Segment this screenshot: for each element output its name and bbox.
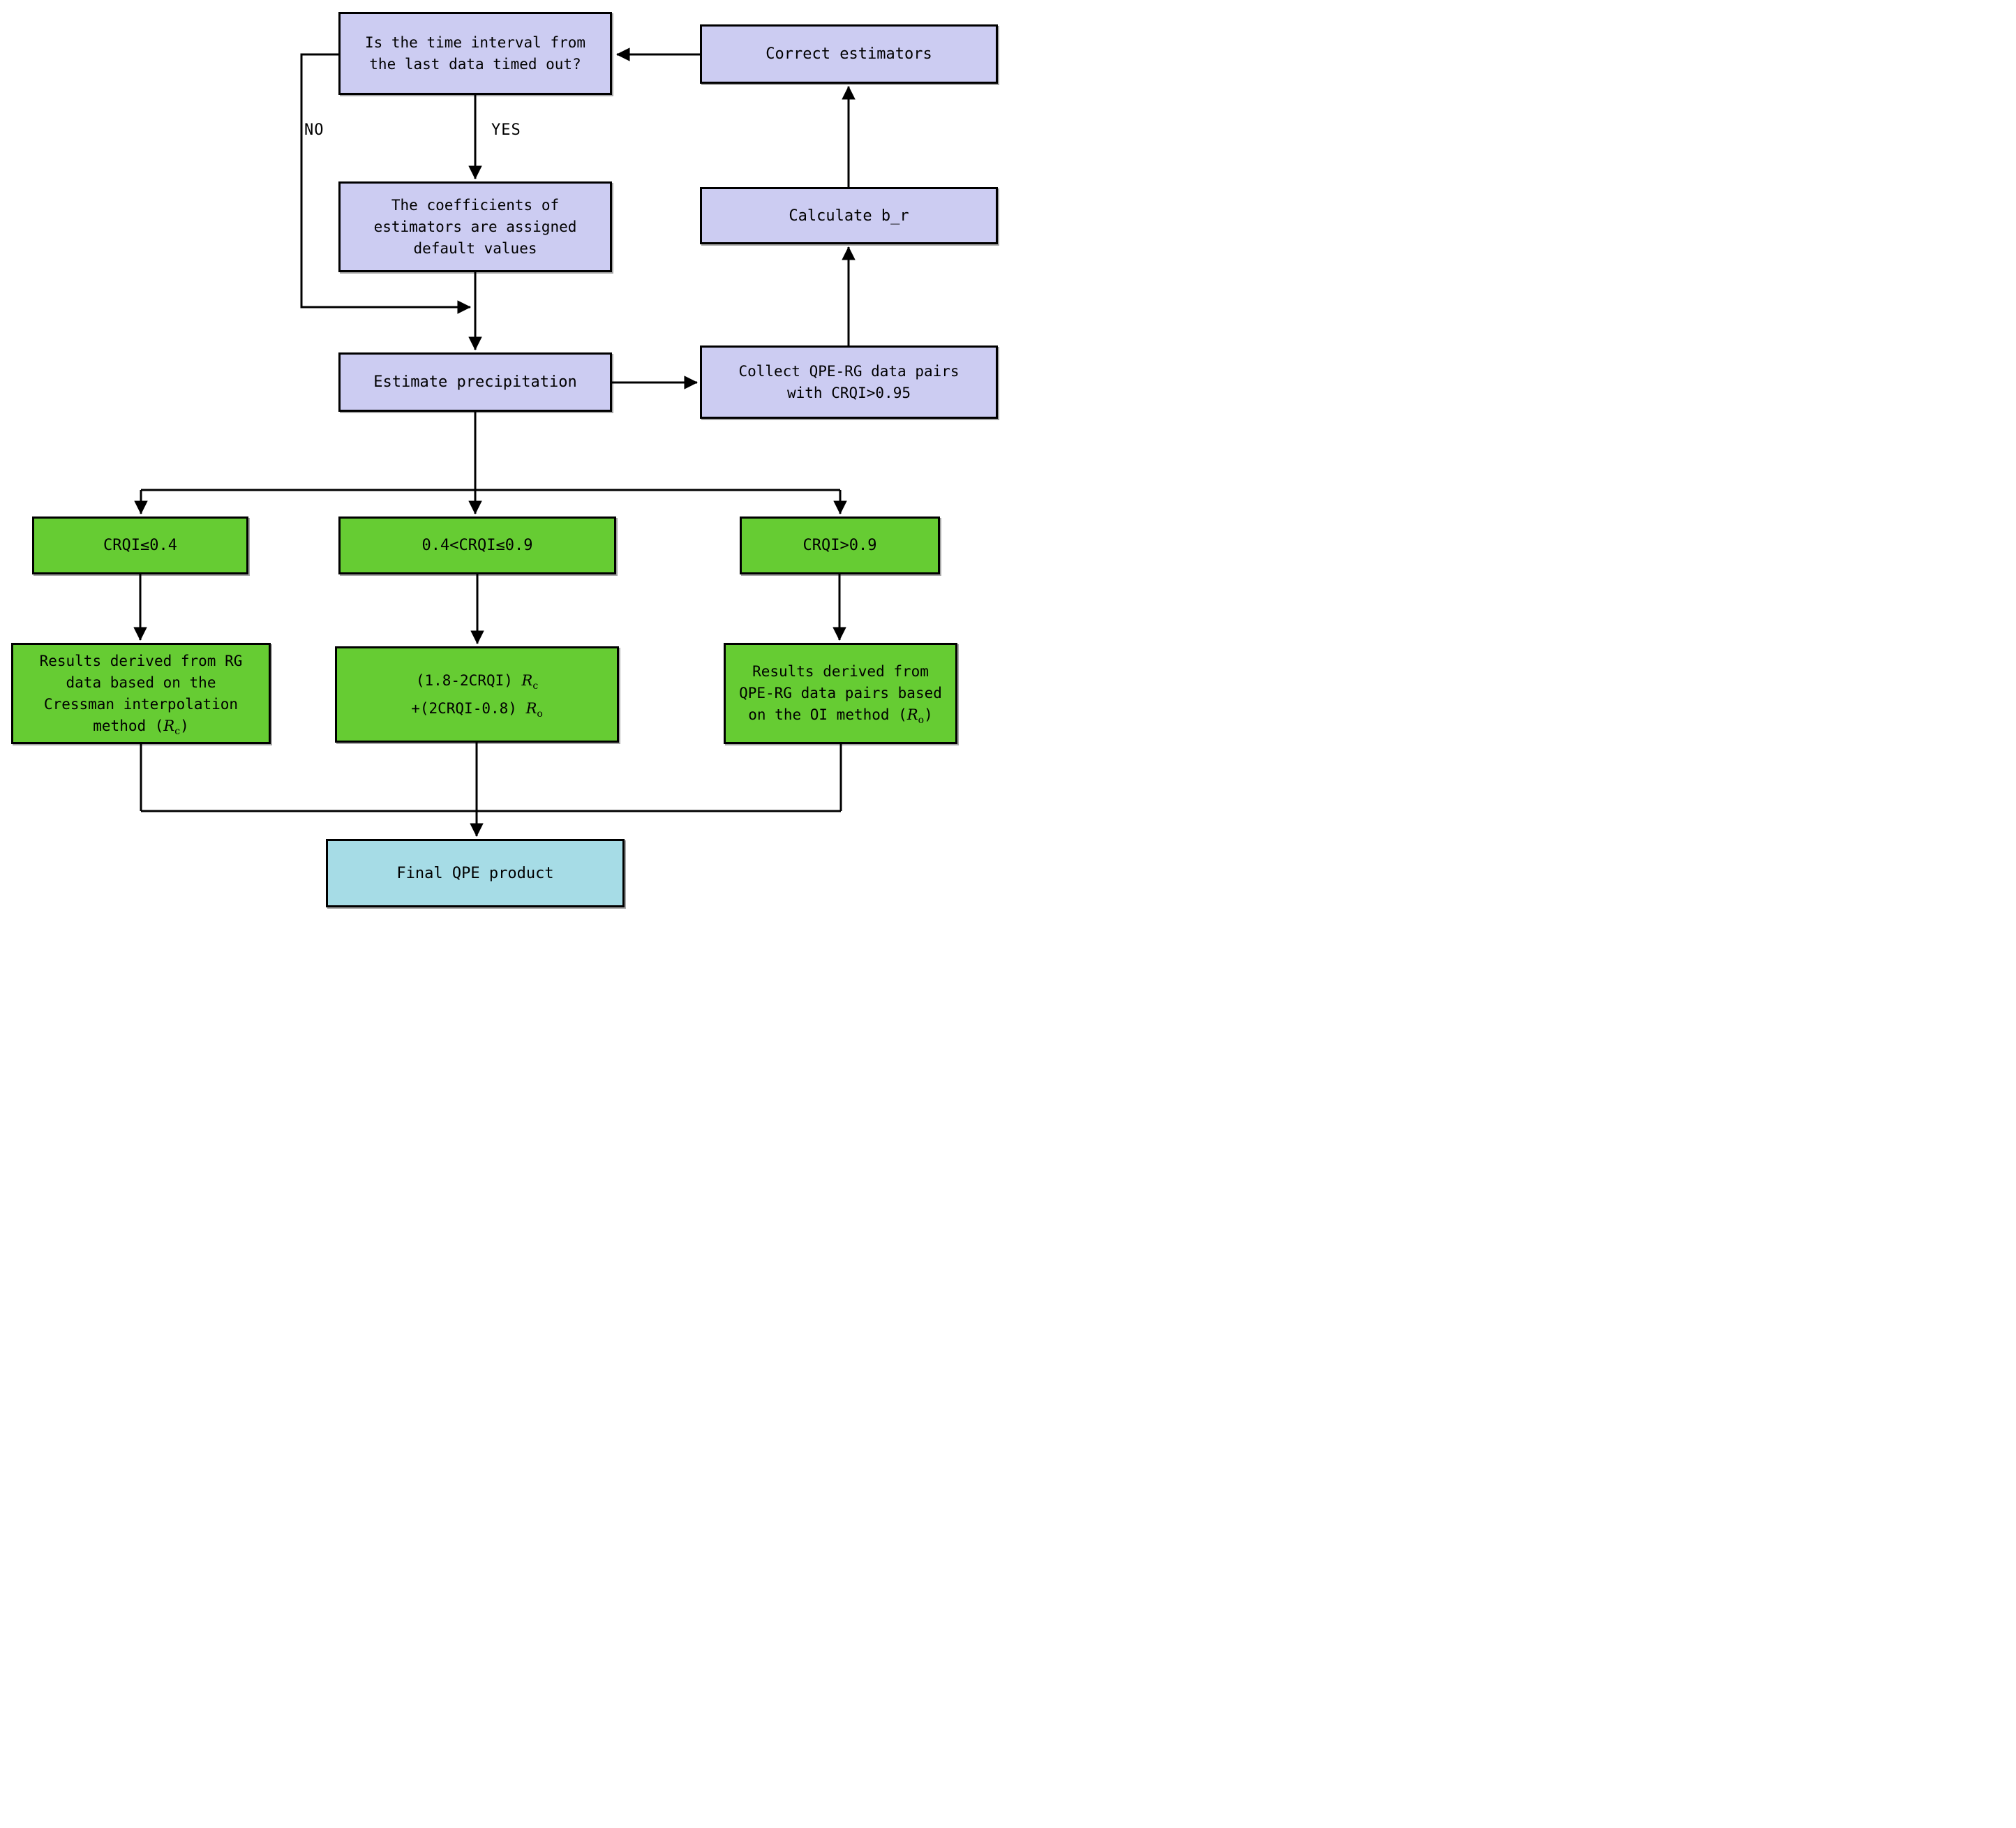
result-cressman-line4: method (Rc) (93, 715, 188, 737)
blend-formula-line2-pre: +(2CRQI-0.8) (411, 700, 526, 717)
node-branch-crqi-mid: 0.4<CRQI≤0.9 (338, 517, 616, 574)
result-cressman-line4-post: ) (180, 717, 189, 734)
result-cressman-line4-pre: method ( (93, 717, 164, 734)
collect-pairs-line1: Collect QPE-RG data pairs (738, 362, 960, 380)
r-symbol: R (163, 717, 175, 734)
blend-formula-line2: +(2CRQI-0.8) Ro (411, 694, 543, 722)
edge-label-no: NO (304, 121, 324, 139)
final-qpe-product-label: Final QPE product (396, 864, 554, 882)
result-cressman-line2: data based on the (66, 674, 216, 691)
default-coefficients-line1: The coefficients of (391, 196, 560, 214)
r-c-symbol: Rc (163, 717, 181, 737)
node-estimate-precipitation: Estimate precipitation (338, 352, 612, 412)
r-subscript-o: o (537, 708, 543, 720)
r-subscript-c: c (532, 681, 539, 692)
result-oi-line3-pre: on the OI method ( (748, 706, 907, 723)
node-calculate-br: Calculate b_r (700, 187, 998, 244)
node-result-oi: Results derived from QPE-RG data pairs b… (724, 643, 957, 744)
node-branch-crqi-high: CRQI>0.9 (740, 517, 940, 574)
branch-crqi-mid-label: 0.4<CRQI≤0.9 (421, 537, 533, 554)
result-oi-line2: QPE-RG data pairs based (739, 685, 942, 701)
node-collect-pairs: Collect QPE-RG data pairs with CRQI>0.95 (700, 345, 998, 419)
correct-estimators-label: Correct estimators (766, 45, 932, 63)
result-cressman-line1: Results derived from RG (39, 652, 243, 669)
default-coefficients-line3: default values (413, 239, 537, 257)
flowchart-canvas: Is the time interval from the last data … (0, 0, 1008, 914)
result-oi-line3-post: ) (924, 706, 933, 723)
r-symbol: R (906, 706, 918, 723)
blend-formula-line1-pre: (1.8-2CRQI) (415, 672, 522, 689)
result-oi-line1: Results derived from (752, 663, 929, 680)
node-default-coefficients: The coefficients of estimators are assig… (338, 181, 612, 272)
node-correct-estimators: Correct estimators (700, 24, 998, 84)
r-subscript-c: c (174, 725, 181, 737)
branch-crqi-high-label: CRQI>0.9 (802, 537, 877, 554)
branch-crqi-low-label: CRQI≤0.4 (103, 537, 177, 554)
default-coefficients-line2: estimators are assigned (373, 218, 577, 235)
collect-pairs-line2: with CRQI>0.95 (786, 384, 911, 401)
r-symbol: R (521, 672, 533, 689)
r-o-symbol: Ro (906, 706, 925, 727)
r-symbol: R (525, 700, 537, 717)
node-final-qpe-product: Final QPE product (326, 839, 625, 907)
result-cressman-line3: Cressman interpolation (43, 695, 239, 713)
timeout-question-line2: the last data timed out? (369, 55, 581, 73)
node-timeout-question: Is the time interval from the last data … (338, 12, 612, 95)
r-o-symbol: Ro (525, 700, 543, 720)
node-branch-crqi-low: CRQI≤0.4 (32, 517, 248, 574)
timeout-question-line1: Is the time interval from (364, 34, 586, 51)
blend-formula-line1: (1.8-2CRQI) Rc (416, 667, 538, 694)
result-oi-line3: on the OI method (Ro) (748, 704, 932, 726)
r-c-symbol: Rc (521, 672, 539, 692)
calculate-br-label: Calculate b_r (789, 207, 909, 225)
connector-layer (133, 47, 856, 837)
edge-label-yes: YES (491, 121, 521, 139)
estimate-precipitation-label: Estimate precipitation (373, 373, 577, 391)
r-subscript-o: o (918, 715, 925, 727)
node-result-blend-formula: (1.8-2CRQI) Rc +(2CRQI-0.8) Ro (335, 646, 619, 743)
node-result-cressman: Results derived from RG data based on th… (11, 643, 271, 744)
